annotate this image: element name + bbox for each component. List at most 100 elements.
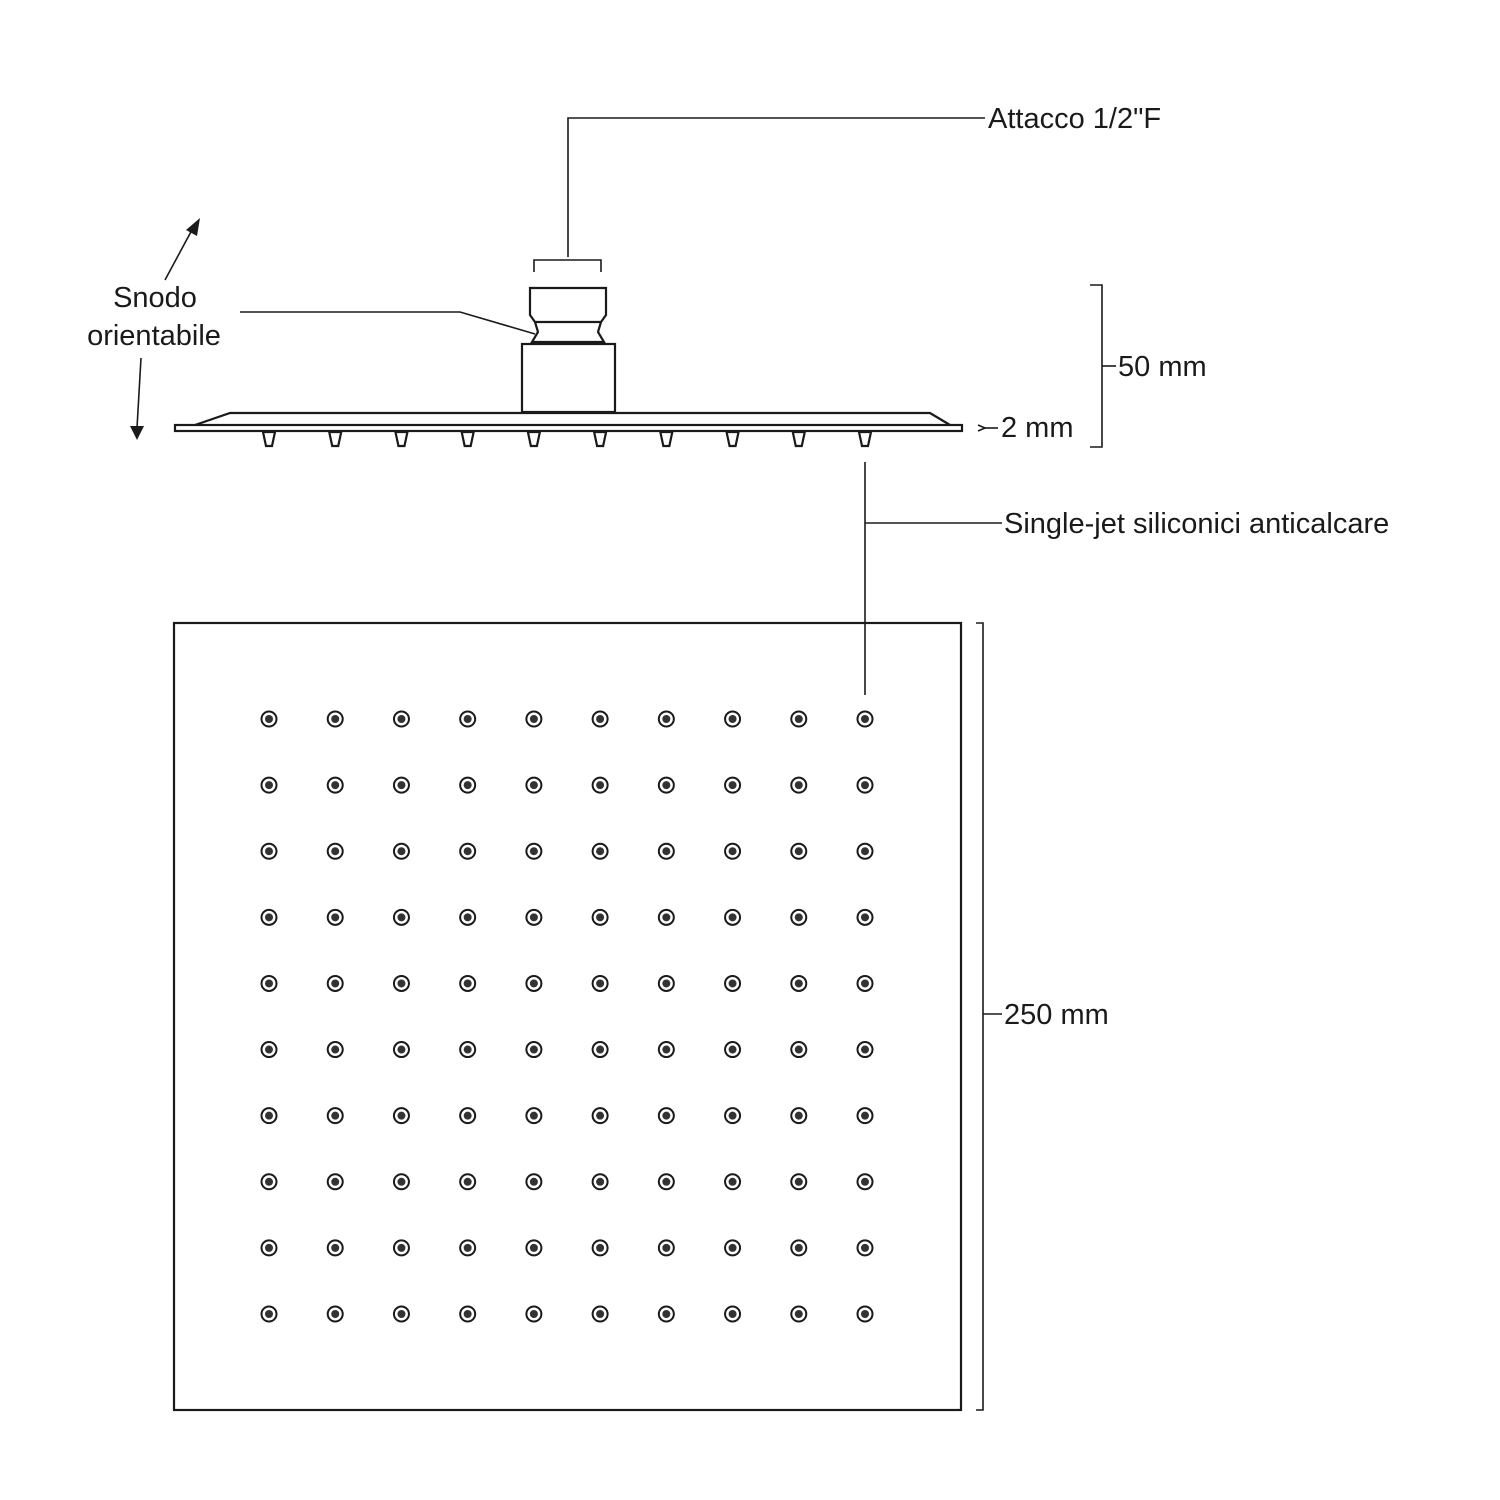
nozzle (856, 908, 874, 926)
side-nozzles (261, 430, 873, 448)
nozzle (260, 1239, 278, 1257)
swivel-nut (528, 286, 608, 324)
nozzle (657, 974, 675, 992)
nozzle (591, 908, 609, 926)
nozzle (856, 776, 874, 794)
nozzle (525, 1305, 543, 1323)
nozzle (260, 1041, 278, 1059)
nozzle (326, 1239, 344, 1257)
nozzle (790, 974, 808, 992)
nozzle (724, 1305, 742, 1323)
swivel-joint (530, 321, 606, 344)
nozzle (790, 776, 808, 794)
nozzle (657, 776, 675, 794)
nozzle (591, 974, 609, 992)
nozzle (392, 1239, 410, 1257)
nozzle (591, 1305, 609, 1323)
rotation-arrow-down-line (136, 357, 142, 429)
nozzle (260, 1173, 278, 1191)
connection-bracket (533, 259, 602, 272)
nozzle-grid (260, 710, 874, 1323)
nozzle (459, 710, 477, 728)
rotation-arrow-up-line (164, 227, 194, 281)
nozzle (856, 1107, 874, 1125)
nozzle (392, 1173, 410, 1191)
arrow-up-icon (186, 218, 200, 236)
nozzle (856, 1041, 874, 1059)
nozzle (657, 908, 675, 926)
joint-label-line1: Snodo (113, 282, 197, 314)
nozzle (856, 974, 874, 992)
nozzle (724, 710, 742, 728)
connection-label: Attacco 1/2"F (988, 103, 1161, 135)
nozzle (525, 710, 543, 728)
side-view: Attacco 1/2"F Snodo orientabile 50 mm 2 … (87, 103, 1389, 695)
thickness-marker-icon (977, 424, 988, 432)
nozzle (260, 842, 278, 860)
nozzle (591, 776, 609, 794)
side-nozzle (857, 430, 873, 448)
nozzle (856, 1305, 874, 1323)
nozzle (724, 908, 742, 926)
nozzle (392, 842, 410, 860)
nozzle (790, 710, 808, 728)
nozzle (525, 1041, 543, 1059)
nozzle (591, 1107, 609, 1125)
nozzle (724, 1041, 742, 1059)
nozzle (657, 1305, 675, 1323)
nozzle (657, 710, 675, 728)
nozzle (657, 1041, 675, 1059)
nozzle (260, 1107, 278, 1125)
nozzle (459, 908, 477, 926)
side-nozzle (725, 430, 740, 448)
height-dimension-bracket (1090, 284, 1103, 448)
nozzle (260, 908, 278, 926)
nozzle (459, 974, 477, 992)
joint-leader-line (240, 311, 536, 335)
nozzle (392, 974, 410, 992)
height-label: 50 mm (1118, 351, 1207, 383)
nozzle (856, 1173, 874, 1191)
nozzle (326, 1041, 344, 1059)
arrow-down-icon (130, 426, 144, 440)
nozzle (525, 1239, 543, 1257)
nozzle (657, 1173, 675, 1191)
nozzle (790, 1107, 808, 1125)
nozzle (525, 1173, 543, 1191)
nozzle (724, 974, 742, 992)
nozzle (657, 842, 675, 860)
nozzle (459, 842, 477, 860)
nozzle (790, 908, 808, 926)
side-nozzle (592, 430, 608, 448)
nozzle (525, 974, 543, 992)
nozzle (459, 1239, 477, 1257)
plate-outline (172, 621, 963, 1412)
nozzles-label: Single-jet siliconici anticalcare (1004, 508, 1389, 540)
nozzle (525, 908, 543, 926)
nozzle (525, 842, 543, 860)
nozzle (326, 1305, 344, 1323)
nozzle (856, 1239, 874, 1257)
nozzle (525, 776, 543, 794)
nozzle (392, 776, 410, 794)
nozzle (790, 842, 808, 860)
nozzle (326, 1173, 344, 1191)
nozzle (591, 1173, 609, 1191)
nozzle (591, 710, 609, 728)
nozzle (459, 1041, 477, 1059)
connection-leader-line (567, 117, 985, 257)
plate-top-bevel (194, 411, 951, 427)
nozzle (260, 974, 278, 992)
nozzle (591, 842, 609, 860)
nozzle (392, 1107, 410, 1125)
nozzle (260, 776, 278, 794)
side-nozzle (394, 430, 409, 448)
nozzle (459, 1305, 477, 1323)
nozzle (724, 776, 742, 794)
nozzle (724, 1239, 742, 1257)
nozzle (326, 1107, 344, 1125)
nozzle (260, 710, 278, 728)
nozzle (591, 1239, 609, 1257)
